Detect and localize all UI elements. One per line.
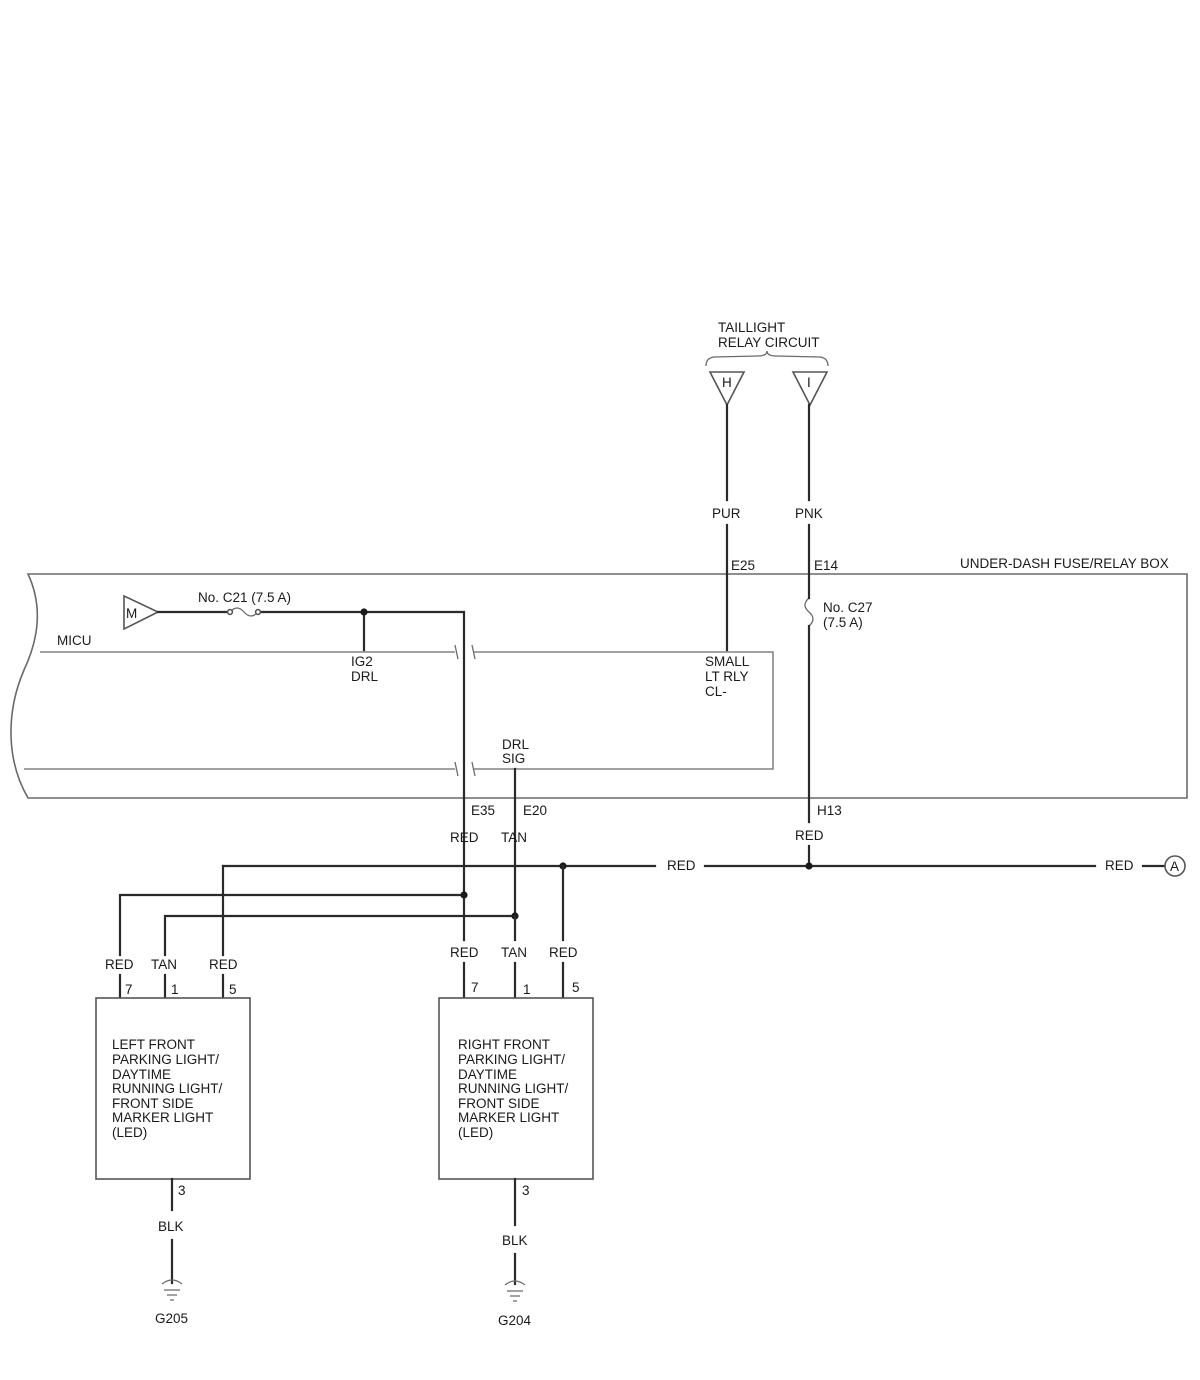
right-light-line-2: PARKING LIGHT/: [458, 1052, 565, 1067]
fuse-relay-box: UNDER-DASH FUSE/RELAY BOX MICU M No. C21…: [10, 556, 1188, 942]
left-light-line-7: (LED): [112, 1125, 147, 1140]
wire-label-red-bus-right: RED: [1105, 858, 1134, 873]
small-lt-rly-line2: LT RLY: [705, 669, 749, 684]
junction-ig2: [360, 608, 368, 616]
left-light-line-2: PARKING LIGHT/: [112, 1052, 219, 1067]
fuse-c21-label: No. C21 (7.5 A): [198, 590, 291, 605]
offpage-connector-a: [1164, 855, 1186, 877]
wire-label-red-bus-mid: RED: [667, 858, 696, 873]
ground-g205-icon: [161, 1279, 183, 1301]
terminal-h-triangle: [708, 371, 746, 407]
offpage-connector-a-label: A: [1170, 859, 1179, 874]
wire-label-red-h13: RED: [795, 828, 824, 843]
wire-label-right-tan1: TAN: [501, 945, 527, 960]
left-front-light: RED TAN RED 7 1 5 LEFT FRONT PARKING LIG…: [95, 957, 251, 1326]
micu-outline: [24, 651, 774, 770]
fuse-c21-end-b: [254, 608, 262, 616]
right-light-box: [438, 997, 594, 1180]
fuse-c21-symbol: [229, 607, 259, 617]
left-light-line-3: DAYTIME: [112, 1067, 171, 1082]
left-pin-5: 5: [229, 982, 237, 997]
ground-g204-icon: [504, 1280, 526, 1302]
connector-h13: H13: [817, 803, 842, 818]
terminal-i-triangle: [791, 371, 829, 407]
right-pin-3: 3: [522, 1183, 530, 1198]
taillight-title-line2: RELAY CIRCUIT: [718, 335, 820, 350]
right-light-line-1: RIGHT FRONT: [458, 1037, 550, 1052]
fuse-box-title: UNDER-DASH FUSE/RELAY BOX: [960, 556, 1169, 571]
wires-right-pins: [462, 961, 565, 1000]
drl-sig-line2: SIG: [502, 751, 525, 766]
wires-left-pins: [118, 973, 225, 1000]
terminal-h-label: H: [722, 375, 732, 390]
ground-g204-label: G204: [498, 1313, 532, 1328]
wire-left-tan1-feed: [163, 914, 517, 957]
wire-label-left-red7: RED: [105, 957, 134, 972]
left-light-line-4: RUNNING LIGHT/: [112, 1081, 223, 1096]
wire-label-pnk: PNK: [795, 506, 823, 521]
micu-break-marks: [454, 644, 476, 777]
fuse-c27-label-line2: (7.5 A): [823, 615, 863, 630]
right-front-light: RED TAN RED 7 1 5 RIGHT FRONT PARKING LI…: [438, 945, 594, 1328]
wire-left-red7-feed: [118, 893, 466, 957]
wire-label-left-tan1: TAN: [151, 957, 177, 972]
connector-e35: E35: [471, 803, 495, 818]
ground-g205-label: G205: [155, 1311, 188, 1326]
right-light-line-3: DAYTIME: [458, 1067, 517, 1082]
left-light-line-5: FRONT SIDE: [112, 1096, 194, 1111]
power-terminal-m: [123, 594, 160, 631]
terminal-i-label: I: [807, 375, 811, 390]
right-light-line-4: RUNNING LIGHT/: [458, 1081, 569, 1096]
taillight-title-line1: TAILLIGHT: [718, 320, 785, 335]
connector-e20: E20: [523, 803, 547, 818]
fuse-box-outline: [10, 573, 1188, 799]
wire-label-left-blk: BLK: [158, 1219, 184, 1234]
wire-fuse-c21-to-e35: [260, 610, 466, 942]
junction-h13-bus: [805, 862, 813, 870]
left-pin-3: 3: [178, 1183, 186, 1198]
taillight-bracket: [705, 350, 829, 367]
fuse-c27-symbol: [804, 597, 814, 627]
left-light-line-6: MARKER LIGHT: [112, 1110, 213, 1125]
small-lt-rly-line1: SMALL: [705, 654, 750, 669]
ig2-label-line1: IG2: [351, 654, 373, 669]
wire-label-right-red7: RED: [450, 945, 479, 960]
right-pin-5: 5: [572, 980, 580, 995]
right-pin-1: 1: [523, 982, 531, 997]
fuse-c27-label-line1: No. C27: [823, 600, 873, 615]
left-light-line-1: LEFT FRONT: [112, 1037, 195, 1052]
taillight-relay-circuit: TAILLIGHT RELAY CIRCUIT H I: [705, 320, 829, 407]
wire-label-red-e35: RED: [450, 830, 479, 845]
left-pin-7: 7: [125, 982, 133, 997]
wire-label-tan-e20: TAN: [501, 830, 527, 845]
ig2-label-line2: DRL: [351, 669, 378, 684]
wire-label-left-red5: RED: [209, 957, 238, 972]
left-pin-1: 1: [171, 982, 179, 997]
junction-e35-left: [460, 891, 468, 899]
power-terminal-m-label: M: [126, 606, 137, 621]
right-light-line-7: (LED): [458, 1125, 493, 1140]
right-light-line-5: FRONT SIDE: [458, 1096, 540, 1111]
wire-label-pur: PUR: [712, 506, 741, 521]
drl-sig-line1: DRL: [502, 737, 529, 752]
fuse-c21-end-a: [226, 608, 234, 616]
right-light-line-6: MARKER LIGHT: [458, 1110, 559, 1125]
right-pin-7: 7: [471, 980, 479, 995]
micu-label: MICU: [57, 633, 92, 648]
connector-e14: E14: [814, 558, 839, 573]
wire-label-right-red5: RED: [549, 945, 578, 960]
connector-e25: E25: [731, 558, 755, 573]
wire-label-right-blk: BLK: [502, 1233, 528, 1248]
small-lt-rly-line3: CL-: [705, 684, 727, 699]
